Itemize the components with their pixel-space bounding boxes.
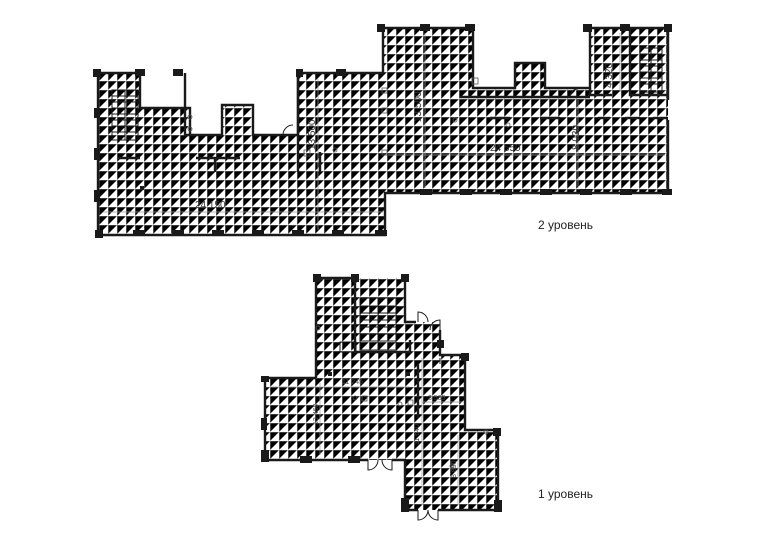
level2-dim-height-left: 13 500	[307, 119, 318, 150]
level1-stair	[339, 297, 397, 353]
level1-label: 1 уровень	[538, 487, 593, 501]
level2-dim-depth: 8 030	[571, 125, 582, 150]
level1-dim-width: 11 245	[342, 379, 363, 386]
level2-dim-width-right: 24 550	[490, 143, 521, 154]
level1-plan: 11 245 13 460 11 640 3 535 8 850 1 урове…	[261, 274, 593, 521]
level2-stair-right	[639, 47, 663, 93]
level2-plan: 24 150 13 500 13 500 24 550 8 030 4 320 …	[93, 24, 672, 238]
level1-doors	[367, 311, 441, 521]
level2-label: 2 уровень	[538, 218, 593, 232]
level1-dim-short: 3 535	[428, 395, 446, 402]
level2-dimensions: 24 150 13 500 13 500 24 550 8 030 4 320	[103, 33, 665, 230]
level2-dim-stair: 4 320	[604, 63, 615, 88]
level2-floor	[98, 28, 668, 235]
level1-dim-height: 13 460	[313, 403, 320, 425]
level1-fixtures	[315, 325, 489, 469]
level2-dim-height-right: 13 500	[413, 91, 424, 122]
level1-dim-right: 8 850	[451, 460, 458, 478]
level1-columns	[261, 274, 502, 512]
level1-dim-center: 11 640	[414, 424, 421, 445]
level2-stair-left	[111, 89, 139, 141]
level1-outer-wall	[314, 276, 412, 378]
level2-dim-width: 24 150	[195, 200, 226, 211]
level1-dimensions: 11 245 13 460 11 640 3 535 8 850	[270, 358, 462, 505]
level2-fixtures	[118, 77, 668, 190]
level2-columns	[93, 24, 672, 238]
